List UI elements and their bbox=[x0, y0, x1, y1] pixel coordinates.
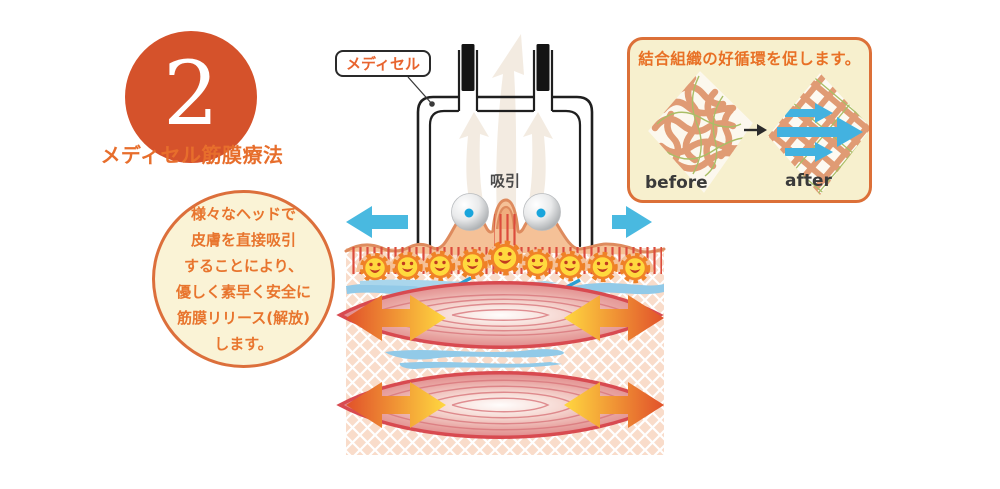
callout-line: 様々なヘッドで bbox=[190, 205, 296, 223]
callout-line: 筋膜リリース(解放) bbox=[177, 309, 310, 327]
label-pointer-line bbox=[407, 76, 433, 105]
device-tubes bbox=[457, 44, 554, 111]
after-label: after bbox=[785, 171, 833, 191]
transition-arrow-icon bbox=[744, 124, 767, 136]
description-callout: 様々なヘッドで 皮膚を直接吸引 することにより、 優しく素早く安全に 筋膜リリー… bbox=[152, 190, 335, 368]
callout-line: します。 bbox=[214, 335, 273, 353]
suction-label: 吸引 bbox=[489, 172, 520, 190]
callout-line: 優しく素早く安全に bbox=[175, 283, 311, 301]
before-after-illustration: before after bbox=[645, 71, 869, 195]
dermis-cells-row bbox=[350, 214, 662, 281]
step-number: 2 bbox=[163, 42, 219, 145]
tube-cap-left bbox=[461, 44, 475, 91]
before-label: before bbox=[645, 173, 708, 193]
glide-arrows-icon bbox=[346, 206, 652, 238]
flow-arrows-icon bbox=[777, 103, 863, 162]
before-mesh-icon bbox=[648, 71, 753, 193]
device-inner-wall bbox=[428, 109, 582, 248]
info-box-title: 結合組織の好循環を促します。 bbox=[638, 50, 861, 68]
airflow-up-arrows-icon bbox=[459, 34, 553, 216]
device-outer-wall bbox=[416, 95, 594, 248]
device-name-label: メディセル bbox=[335, 50, 431, 77]
connective-tissue-info-box: 結合組織の好循環を促します。 bbox=[627, 37, 872, 203]
step-title: メディセル筋膜療法 bbox=[100, 143, 284, 167]
stretch-arrows-icon bbox=[346, 295, 664, 428]
callout-line: 皮膚を直接吸引 bbox=[190, 231, 296, 249]
step-number-badge: 2 bbox=[125, 31, 257, 163]
device-rollers bbox=[451, 193, 561, 231]
tube-cap-right bbox=[536, 44, 550, 91]
callout-line: することにより、 bbox=[183, 257, 304, 275]
